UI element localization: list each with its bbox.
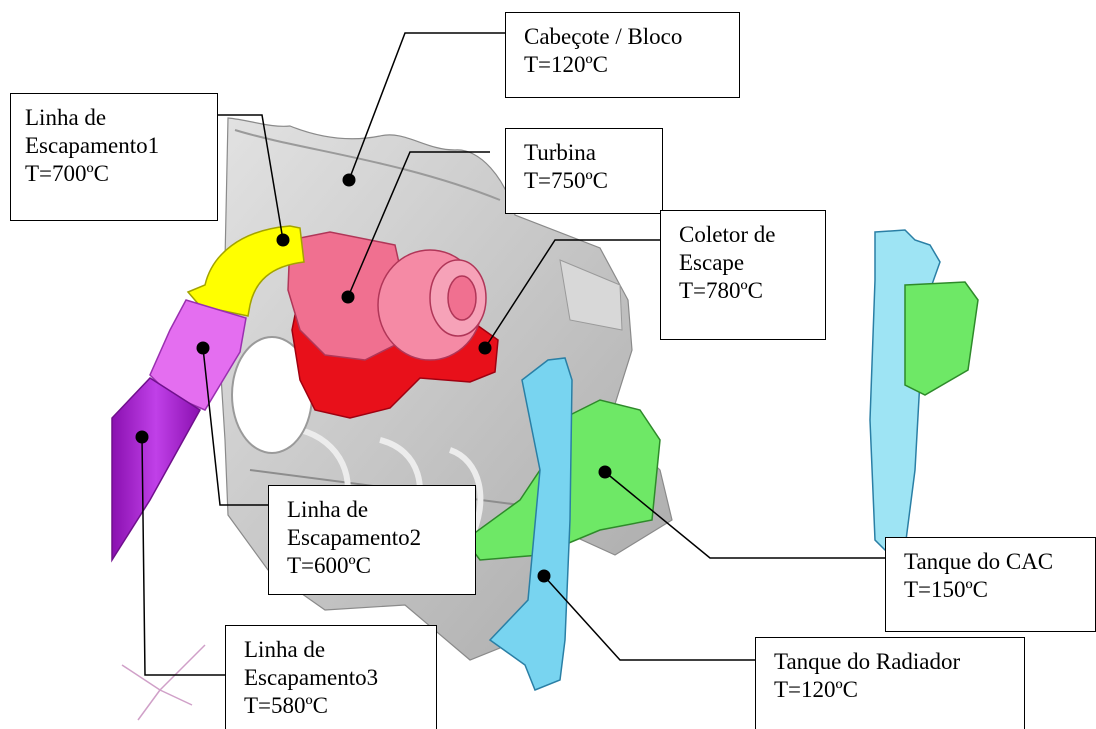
label-exhaust-line-2: Linha de Escapamento2 T=600ºC bbox=[268, 485, 476, 595]
label-cac-tank: Tanque do CAC T=150ºC bbox=[885, 537, 1096, 632]
exhaust-line-1 bbox=[186, 225, 305, 317]
label-exhaust-1-line-2: Escapamento1 bbox=[25, 133, 160, 158]
label-turbine: Turbina T=750ºC bbox=[505, 128, 663, 214]
label-exhaust-1-line-1: Linha de bbox=[25, 105, 107, 130]
label-exhaust-manifold: Coletor de Escape T=780ºC bbox=[660, 210, 826, 340]
radiator-tank-detached bbox=[869, 229, 979, 551]
label-cac-tank-line-1: Tanque do CAC bbox=[904, 549, 1054, 574]
dot-exhaust-1 bbox=[276, 233, 290, 247]
dot-radiator-tank bbox=[537, 569, 551, 583]
label-head-block: Cabeçote / Bloco T=120ºC bbox=[505, 12, 740, 98]
label-head-block-line-2: T=120ºC bbox=[524, 52, 608, 77]
label-exhaust-manifold-line-2: Escape bbox=[679, 250, 745, 275]
dot-cac-tank bbox=[598, 465, 612, 479]
label-exhaust-3-line-3: T=580ºC bbox=[244, 693, 328, 718]
label-exhaust-1-line-3: T=700ºC bbox=[25, 161, 109, 186]
label-head-block-line-1: Cabeçote / Bloco bbox=[524, 24, 683, 49]
leader-lines bbox=[141, 32, 885, 676]
axis-triad-icon bbox=[121, 644, 206, 721]
label-radiator-tank-line-1: Tanque do Radiador bbox=[774, 649, 961, 674]
label-exhaust-line-3: Linha de Escapamento3 T=580ºC bbox=[225, 625, 437, 729]
leader-dots bbox=[135, 173, 612, 583]
radiator-tank bbox=[488, 357, 573, 691]
label-cac-tank-line-2: T=150ºC bbox=[904, 577, 988, 602]
dot-turbine bbox=[341, 290, 355, 304]
dot-exhaust-3 bbox=[135, 430, 149, 444]
label-exhaust-manifold-line-3: T=780ºC bbox=[679, 278, 763, 303]
turbine bbox=[287, 231, 487, 361]
exhaust-line-3 bbox=[111, 377, 201, 563]
label-turbine-line-2: T=750ºC bbox=[524, 168, 608, 193]
label-exhaust-2-line-1: Linha de bbox=[287, 497, 369, 522]
label-radiator-tank: Tanque do Radiador T=120ºC bbox=[755, 637, 1025, 729]
label-exhaust-manifold-line-1: Coletor de bbox=[679, 222, 776, 247]
label-exhaust-3-line-2: Escapamento3 bbox=[244, 665, 379, 690]
dot-exhaust-manifold bbox=[478, 341, 492, 355]
label-exhaust-3-line-1: Linha de bbox=[244, 637, 326, 662]
label-turbine-line-1: Turbina bbox=[524, 140, 596, 165]
dot-head-block bbox=[342, 173, 356, 187]
dot-exhaust-2 bbox=[196, 341, 210, 355]
label-exhaust-2-line-3: T=600ºC bbox=[287, 553, 371, 578]
label-exhaust-line-1: Linha de Escapamento1 T=700ºC bbox=[10, 93, 218, 221]
label-exhaust-2-line-2: Escapamento2 bbox=[287, 525, 422, 550]
label-radiator-tank-line-2: T=120ºC bbox=[774, 677, 858, 702]
